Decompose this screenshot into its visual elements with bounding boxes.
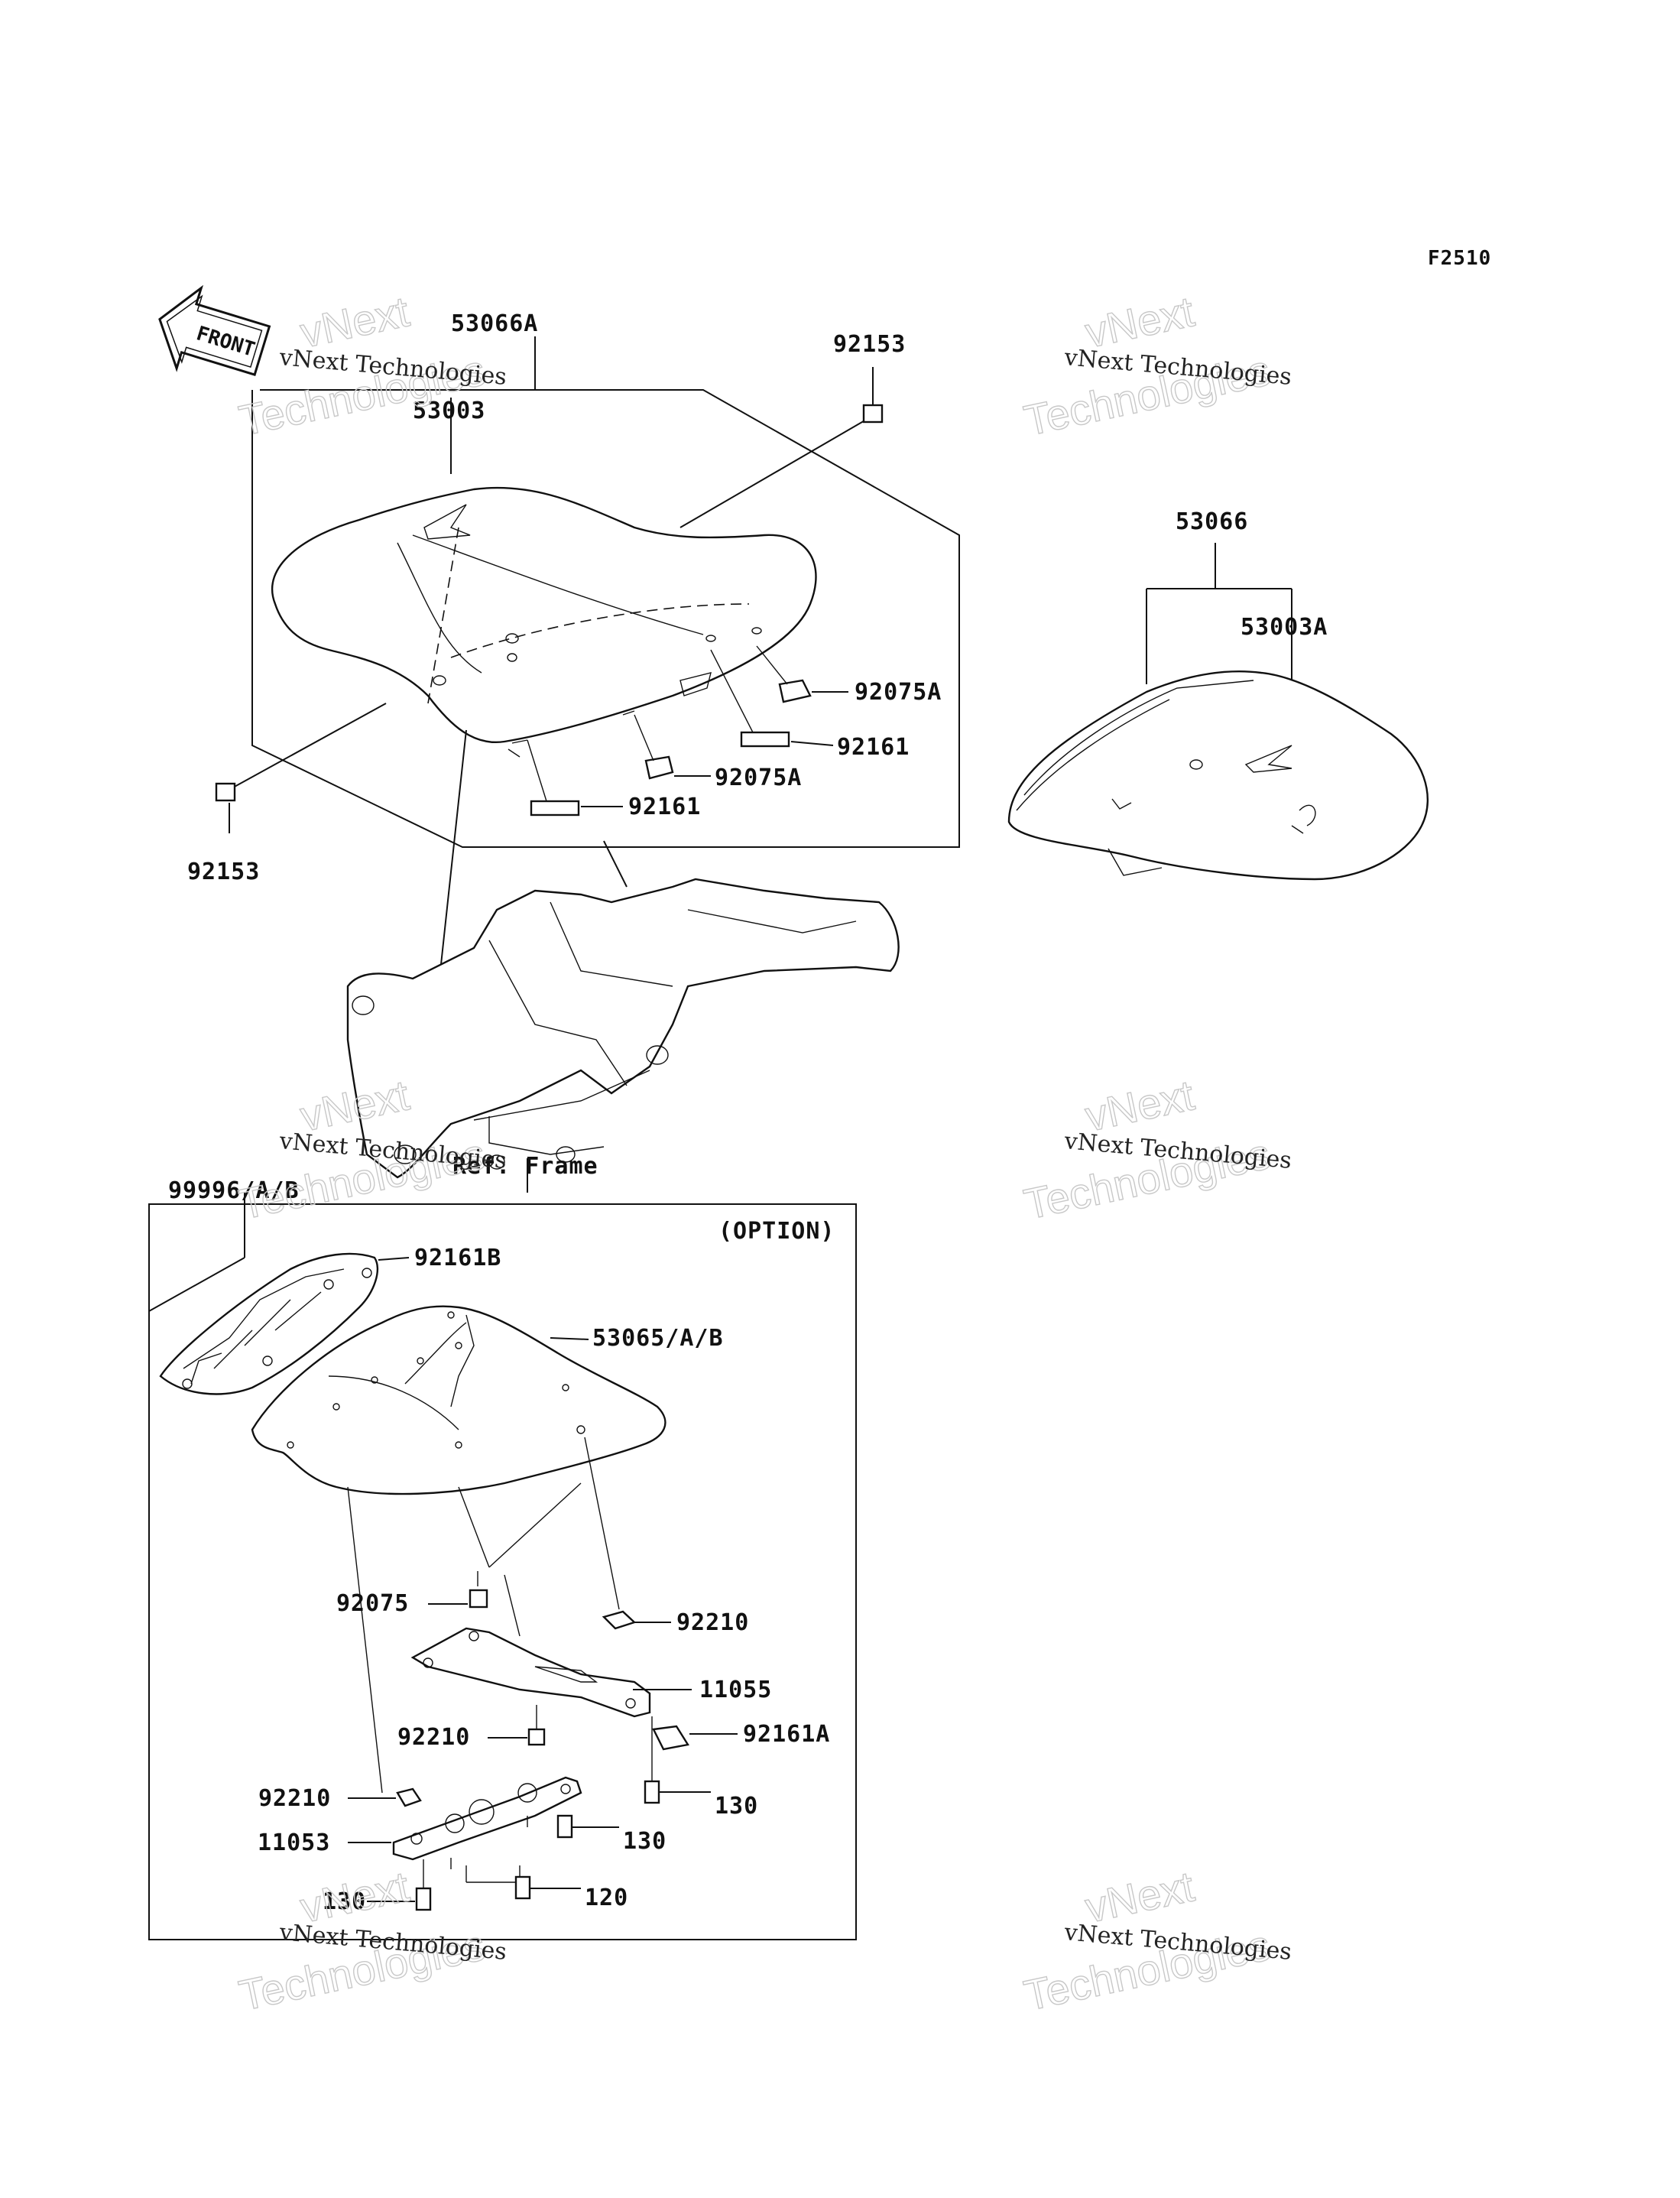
figure-code: F2510 [1428,247,1491,270]
label-53065: 53065/A/B [592,1325,724,1352]
label-92161-1: 92161 [837,734,910,761]
bolt-92153-top [679,367,884,528]
seat-cowl-frame-part [159,1252,379,1395]
label-ref-frame: Ref. Frame [452,1153,598,1180]
label-92210-top: 92210 [676,1609,749,1636]
watermark-top-right: vNext Technologies vNext Technologies [1020,287,1293,446]
watermark-mid-right: vNext Technologies vNext Technologies [1020,1070,1293,1229]
bolt-92153-left [215,703,387,833]
label-92161B: 92161B [414,1245,501,1271]
passenger-seat-part [1007,670,1429,881]
bracket-11055-part [410,1627,651,1718]
label-92210-left: 92210 [258,1785,331,1812]
label-11055: 11055 [699,1677,772,1703]
plate-11053-part [392,1776,582,1861]
front-arrow-icon: FRONT [158,284,271,376]
clip-92161-1 [710,649,834,748]
label-53066A: 53066A [451,310,538,337]
clip-92161-2 [527,739,623,817]
label-53003: 53003 [413,398,485,424]
label-92153-top: 92153 [833,331,906,358]
label-120: 120 [585,1885,628,1911]
label-130-right: 130 [715,1793,758,1820]
label-92075: 92075 [336,1590,409,1617]
passenger-seat-group [1007,543,1429,881]
screw-130-mid [556,1814,619,1839]
label-92210-mid: 92210 [397,1724,470,1751]
label-53003A: 53003A [1241,614,1328,641]
screw-130-left [367,1859,432,1911]
label-11053: 11053 [258,1830,330,1856]
nut-92210-top [602,1610,637,1630]
screw-130-right [644,1716,711,1804]
rear-frame-part [346,729,900,1193]
rider-seat-part [271,486,817,744]
grommet-92075A-1 [756,645,848,703]
nut-92210-mid [527,1728,546,1746]
grommet-92075A-2 [634,714,711,780]
seat-cover-part [251,1305,666,1495]
main-seat-group [215,336,960,848]
nut-92210-left [396,1787,422,1807]
pad-92161A [652,1725,689,1751]
screw-120 [514,1875,581,1900]
label-92075A-2: 92075A [715,765,802,791]
label-92161-2: 92161 [628,794,701,820]
label-92075A-1: 92075A [855,679,942,706]
label-92161A: 92161A [743,1721,830,1748]
watermark-bottom-right: vNext Technologies vNext Technologies [1020,1862,1293,2021]
label-53066: 53066 [1176,508,1248,535]
option-box-label: (OPTION) [718,1218,835,1245]
label-99996: 99996/A/B [168,1177,300,1204]
watermark-bottom-left: vNext Technologies vNext Technologies [235,1862,508,2021]
part-labels: 53066A 92153 53003 92075A 92161 92075A 9… [168,310,1328,1915]
label-130-mid: 130 [623,1828,666,1855]
label-92153-left: 92153 [187,859,260,885]
label-130-left: 130 [323,1888,366,1915]
grommet-92075 [469,1589,488,1609]
option-box: (OPTION) [148,1193,857,1940]
